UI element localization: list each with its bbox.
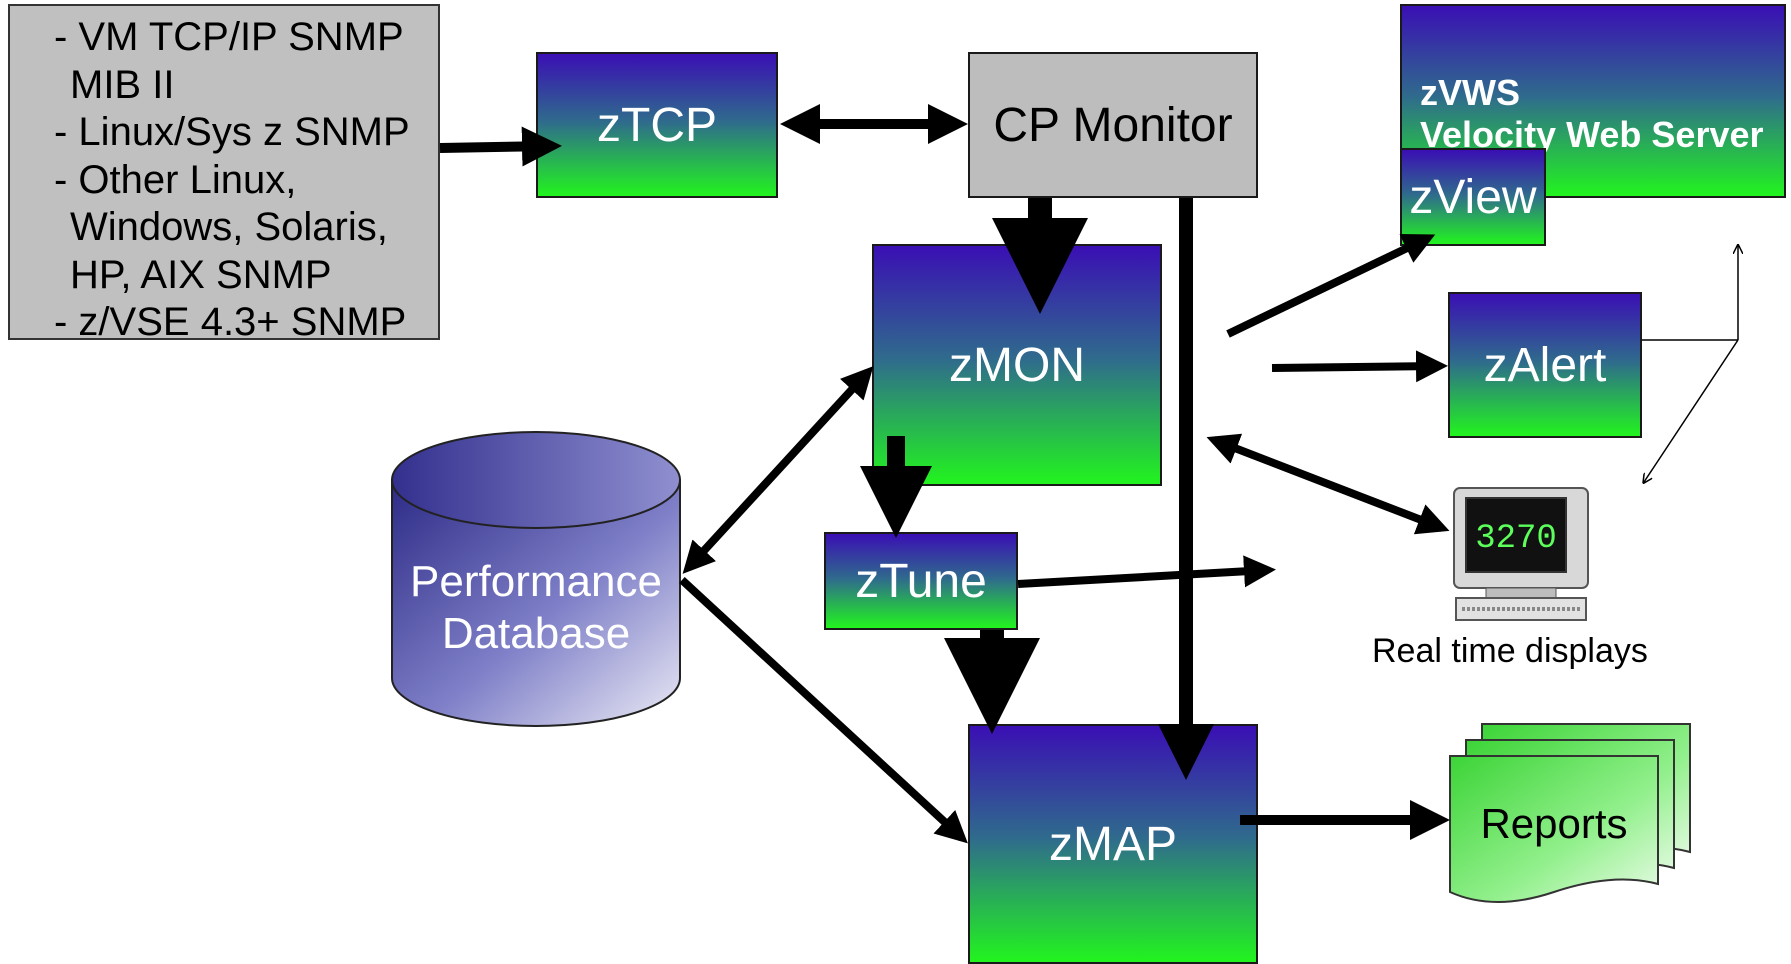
source-line: MIB II (70, 62, 175, 107)
thin-arrow-down (1644, 339, 1739, 482)
zvws-title: zVWS (1420, 72, 1521, 113)
arrow-zmon-zalert (1271, 350, 1448, 383)
terminal-3270-icon: 3270 (1453, 487, 1589, 621)
source-line: HP, AIX SNMP (70, 252, 332, 297)
ztune-label: zTune (855, 554, 987, 608)
cp-monitor-box: CP Monitor (968, 52, 1258, 198)
source-line: - Linux/Sys z SNMP (54, 110, 410, 154)
zmon-box: zMON (872, 244, 1162, 486)
source-line: - Other Linux, (54, 157, 297, 202)
terminal-code: 3270 (1475, 520, 1557, 558)
arrow-zmon-zview (1226, 233, 1436, 338)
zalert-label: zAlert (1483, 338, 1607, 392)
snmp-sources-box: - VM TCP/IP SNMP MIB II - Linux/Sys z SN… (8, 4, 440, 344)
source-line: - VM TCP/IP SNMP (54, 15, 404, 59)
cp-monitor-label: CP Monitor (993, 98, 1233, 152)
database-label-line2: Database (441, 609, 631, 658)
zmon-label: zMON (949, 338, 1085, 392)
ztcp-label: zTCP (597, 98, 717, 152)
zalert-box: zAlert (1448, 292, 1642, 438)
zview-label: zView (1409, 170, 1537, 224)
source-line: - z/VSE 4.3+ SNMP (54, 300, 407, 344)
zmap-label: zMAP (1048, 817, 1177, 871)
realtime-label: Real time displays (1372, 632, 1648, 670)
ztune-box: zTune (824, 532, 1018, 630)
zview-box: zView (1400, 148, 1546, 246)
database-cylinder-icon (391, 431, 681, 727)
arrow-zmon-terminal (1206, 433, 1450, 535)
arrow-ztune-right (1017, 555, 1276, 588)
ztcp-box: zTCP (536, 52, 778, 198)
database-label-line1: Performance (410, 557, 662, 606)
reports-label: Reports (1480, 800, 1628, 847)
zmap-box: zMAP (968, 724, 1258, 964)
reports-stack-icon (1449, 723, 1691, 903)
source-line: Windows, Solaris, (70, 205, 388, 249)
